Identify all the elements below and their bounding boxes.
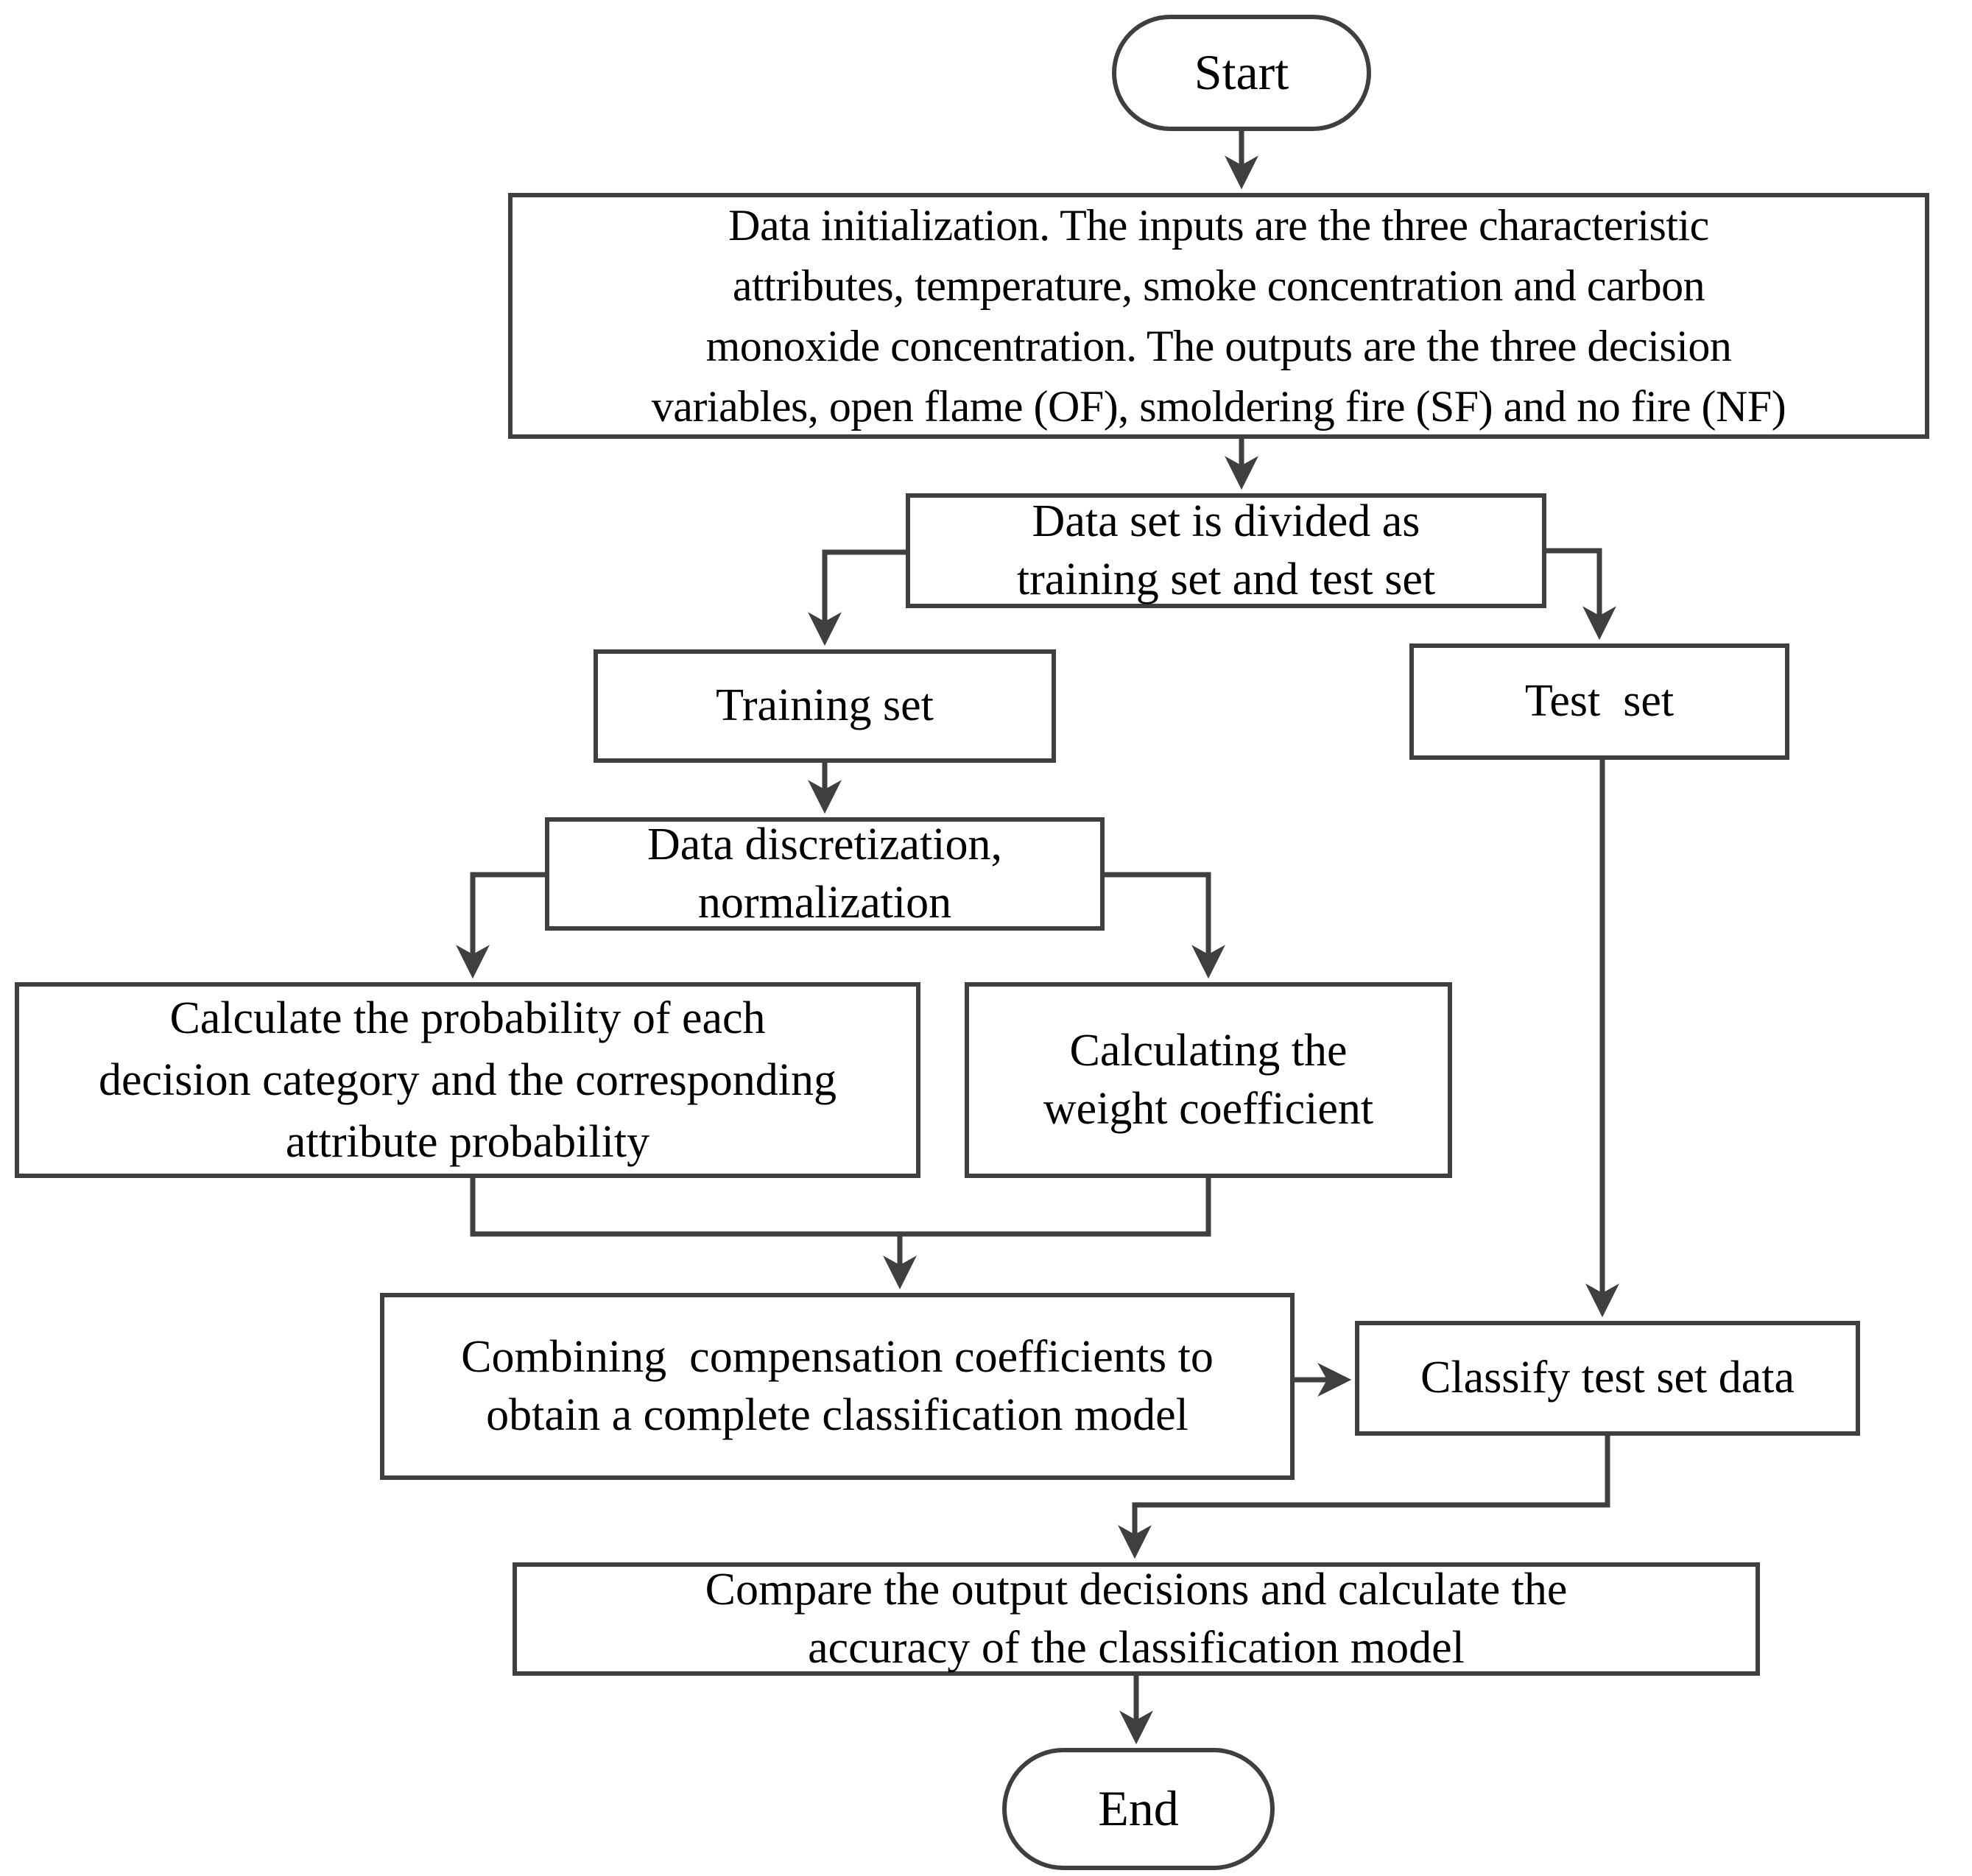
probability-line: Calculate the probability of each — [169, 993, 766, 1043]
combining-box: Combining compensation coefficients to o… — [380, 1293, 1295, 1480]
weight-coefficient-line: Calculating the — [1069, 1025, 1348, 1076]
data-initialization-line: Data initialization. The inputs are the … — [728, 201, 1709, 250]
connector-discretization-to-weight — [1105, 872, 1225, 979]
compare-box: Compare the output decisions and calcula… — [513, 1562, 1760, 1676]
compare-line: Compare the output decisions and calcula… — [705, 1564, 1568, 1615]
training-set-label: Training set — [716, 680, 934, 731]
start-label: Start — [1194, 44, 1289, 101]
data-split-line: training set and test set — [1016, 554, 1436, 604]
discretization-box: Data discretization, normalization — [545, 817, 1105, 931]
data-initialization-line: variables, open flame (OF), smoldering f… — [651, 382, 1786, 431]
data-split-box: Data set is divided as training set and … — [906, 493, 1546, 608]
connector-discretization-to-probability — [456, 872, 545, 979]
training-set-box: Training set — [594, 649, 1056, 763]
end-node: End — [1002, 1748, 1275, 1870]
end-label: End — [1098, 1780, 1179, 1837]
probability-box: Calculate the probability of each decisi… — [15, 982, 920, 1178]
probability-line: decision category and the corresponding — [99, 1055, 837, 1105]
test-set-label: Test set — [1524, 676, 1675, 727]
compare-line: accuracy of the classification model — [808, 1623, 1465, 1673]
connector-classify-to-compare — [1118, 1436, 1610, 1559]
probability-line: attribute probability — [285, 1117, 650, 1167]
weight-coefficient-box: Calculating the weight coefficient — [965, 982, 1452, 1178]
test-set-box: Test set — [1409, 643, 1789, 760]
data-initialization-box: Data initialization. The inputs are the … — [508, 193, 1929, 439]
connector-split-to-training — [808, 549, 906, 646]
data-initialization-line: monoxide concentration. The outputs are … — [705, 322, 1732, 370]
discretization-line: Data discretization, — [647, 819, 1002, 870]
data-initialization-line: attributes, temperature, smoke concentra… — [732, 261, 1705, 310]
connector-split-to-test — [1546, 548, 1616, 641]
discretization-line: normalization — [697, 878, 952, 928]
weight-coefficient-line: weight coefficient — [1043, 1084, 1374, 1134]
combining-line: obtain a complete classification model — [486, 1390, 1189, 1440]
combining-line: Combining compensation coefficients to — [461, 1331, 1214, 1382]
classify-box: Classify test set data — [1355, 1321, 1860, 1436]
data-split-line: Data set is divided as — [1032, 496, 1420, 546]
classify-label: Classify test set data — [1420, 1353, 1795, 1403]
start-node: Start — [1112, 15, 1371, 131]
connector-merge — [470, 1177, 1211, 1237]
